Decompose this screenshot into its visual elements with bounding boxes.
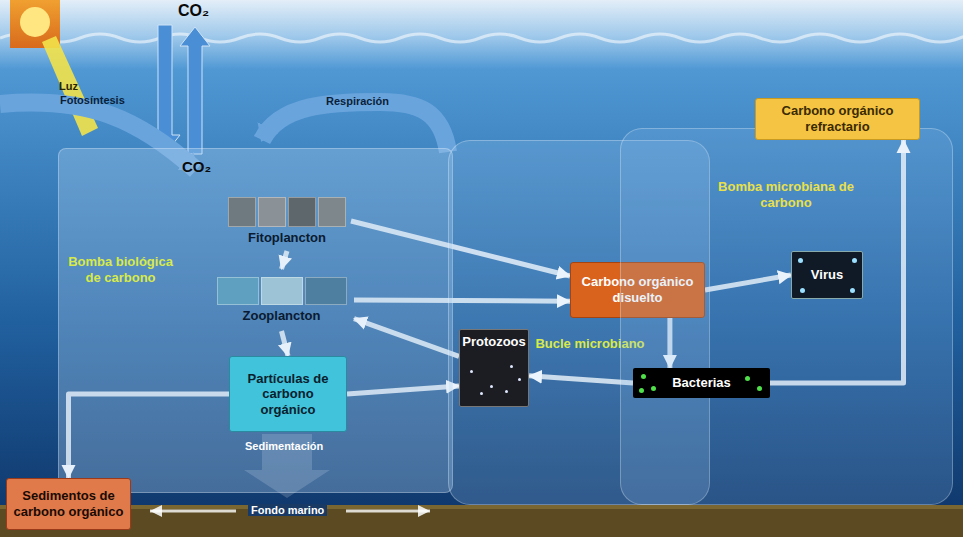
diagram-label: CO₂ xyxy=(178,2,209,20)
texture-dot xyxy=(850,288,855,293)
diagram-label: Sedimentación xyxy=(245,440,323,452)
texture-dot xyxy=(852,258,857,263)
texture-dot xyxy=(745,376,750,381)
picture-box: Bacterias xyxy=(633,368,770,398)
diagram-label: CO₂ xyxy=(182,158,211,175)
plankton-photo xyxy=(228,197,256,227)
picture-box: Virus xyxy=(791,251,863,299)
seabed-edge xyxy=(0,505,963,509)
node-label: Bacterias xyxy=(672,375,731,391)
diagram-label: Luz xyxy=(59,80,78,92)
node-label: Partículas de carbono orgánico xyxy=(235,371,341,418)
seabed xyxy=(0,507,963,537)
texture-dot xyxy=(490,385,493,388)
node-label: Fitoplancton xyxy=(248,230,326,246)
seafloor-arrow xyxy=(346,510,430,513)
texture-dot xyxy=(470,370,473,373)
co2-up-arrow xyxy=(180,27,210,154)
texture-dot xyxy=(798,258,803,263)
node-label: Virus xyxy=(811,267,843,283)
texture-dot xyxy=(510,365,513,368)
texture-dot xyxy=(651,386,656,391)
texture-dot xyxy=(639,388,644,393)
plankton-photo xyxy=(288,197,316,227)
seafloor-arrow xyxy=(150,510,236,513)
diagram-label: Respiración xyxy=(326,95,389,107)
texture-dot xyxy=(505,390,508,393)
picture-box: Fitoplancton xyxy=(223,191,351,251)
texture-dot xyxy=(518,378,521,381)
plankton-photo xyxy=(217,277,259,305)
process-box: Carbono orgánico refractario xyxy=(755,98,920,140)
picture-box: Protozoos xyxy=(459,329,529,407)
process-box: Partículas de carbono orgánico xyxy=(229,356,347,432)
region-band: Bomba microbiana de carbonoVirus xyxy=(620,128,953,505)
wave-line xyxy=(0,34,963,42)
plankton-photo xyxy=(261,277,303,305)
plankton-photo xyxy=(305,277,347,305)
node-label: Protozoos xyxy=(462,334,526,350)
region-title: Bomba microbiana de carbono xyxy=(701,179,871,210)
process-box: Sedimentos de carbono orgánico xyxy=(6,478,131,530)
diagram-label: Fondo marino xyxy=(248,504,327,516)
plankton-photo-strip xyxy=(228,197,346,227)
texture-dot xyxy=(800,288,805,293)
plankton-photo xyxy=(258,197,286,227)
texture-dot xyxy=(757,386,762,391)
node-label: Sedimentos de carbono orgánico xyxy=(12,488,125,519)
picture-box: Zooplancton xyxy=(209,269,354,331)
sun xyxy=(20,7,50,37)
node-label: Zooplancton xyxy=(243,308,321,324)
respiration-arrow xyxy=(262,102,448,152)
region-title: Bomba biológica de carbono xyxy=(63,254,178,285)
plankton-photo-strip xyxy=(217,277,347,305)
node-label: Carbono orgánico refractario xyxy=(761,103,914,134)
light-beam xyxy=(42,36,98,136)
texture-dot xyxy=(641,374,646,379)
plankton-photo xyxy=(318,197,346,227)
diagram-label: Fotosíntesis xyxy=(60,94,125,106)
texture-dot xyxy=(480,392,483,395)
